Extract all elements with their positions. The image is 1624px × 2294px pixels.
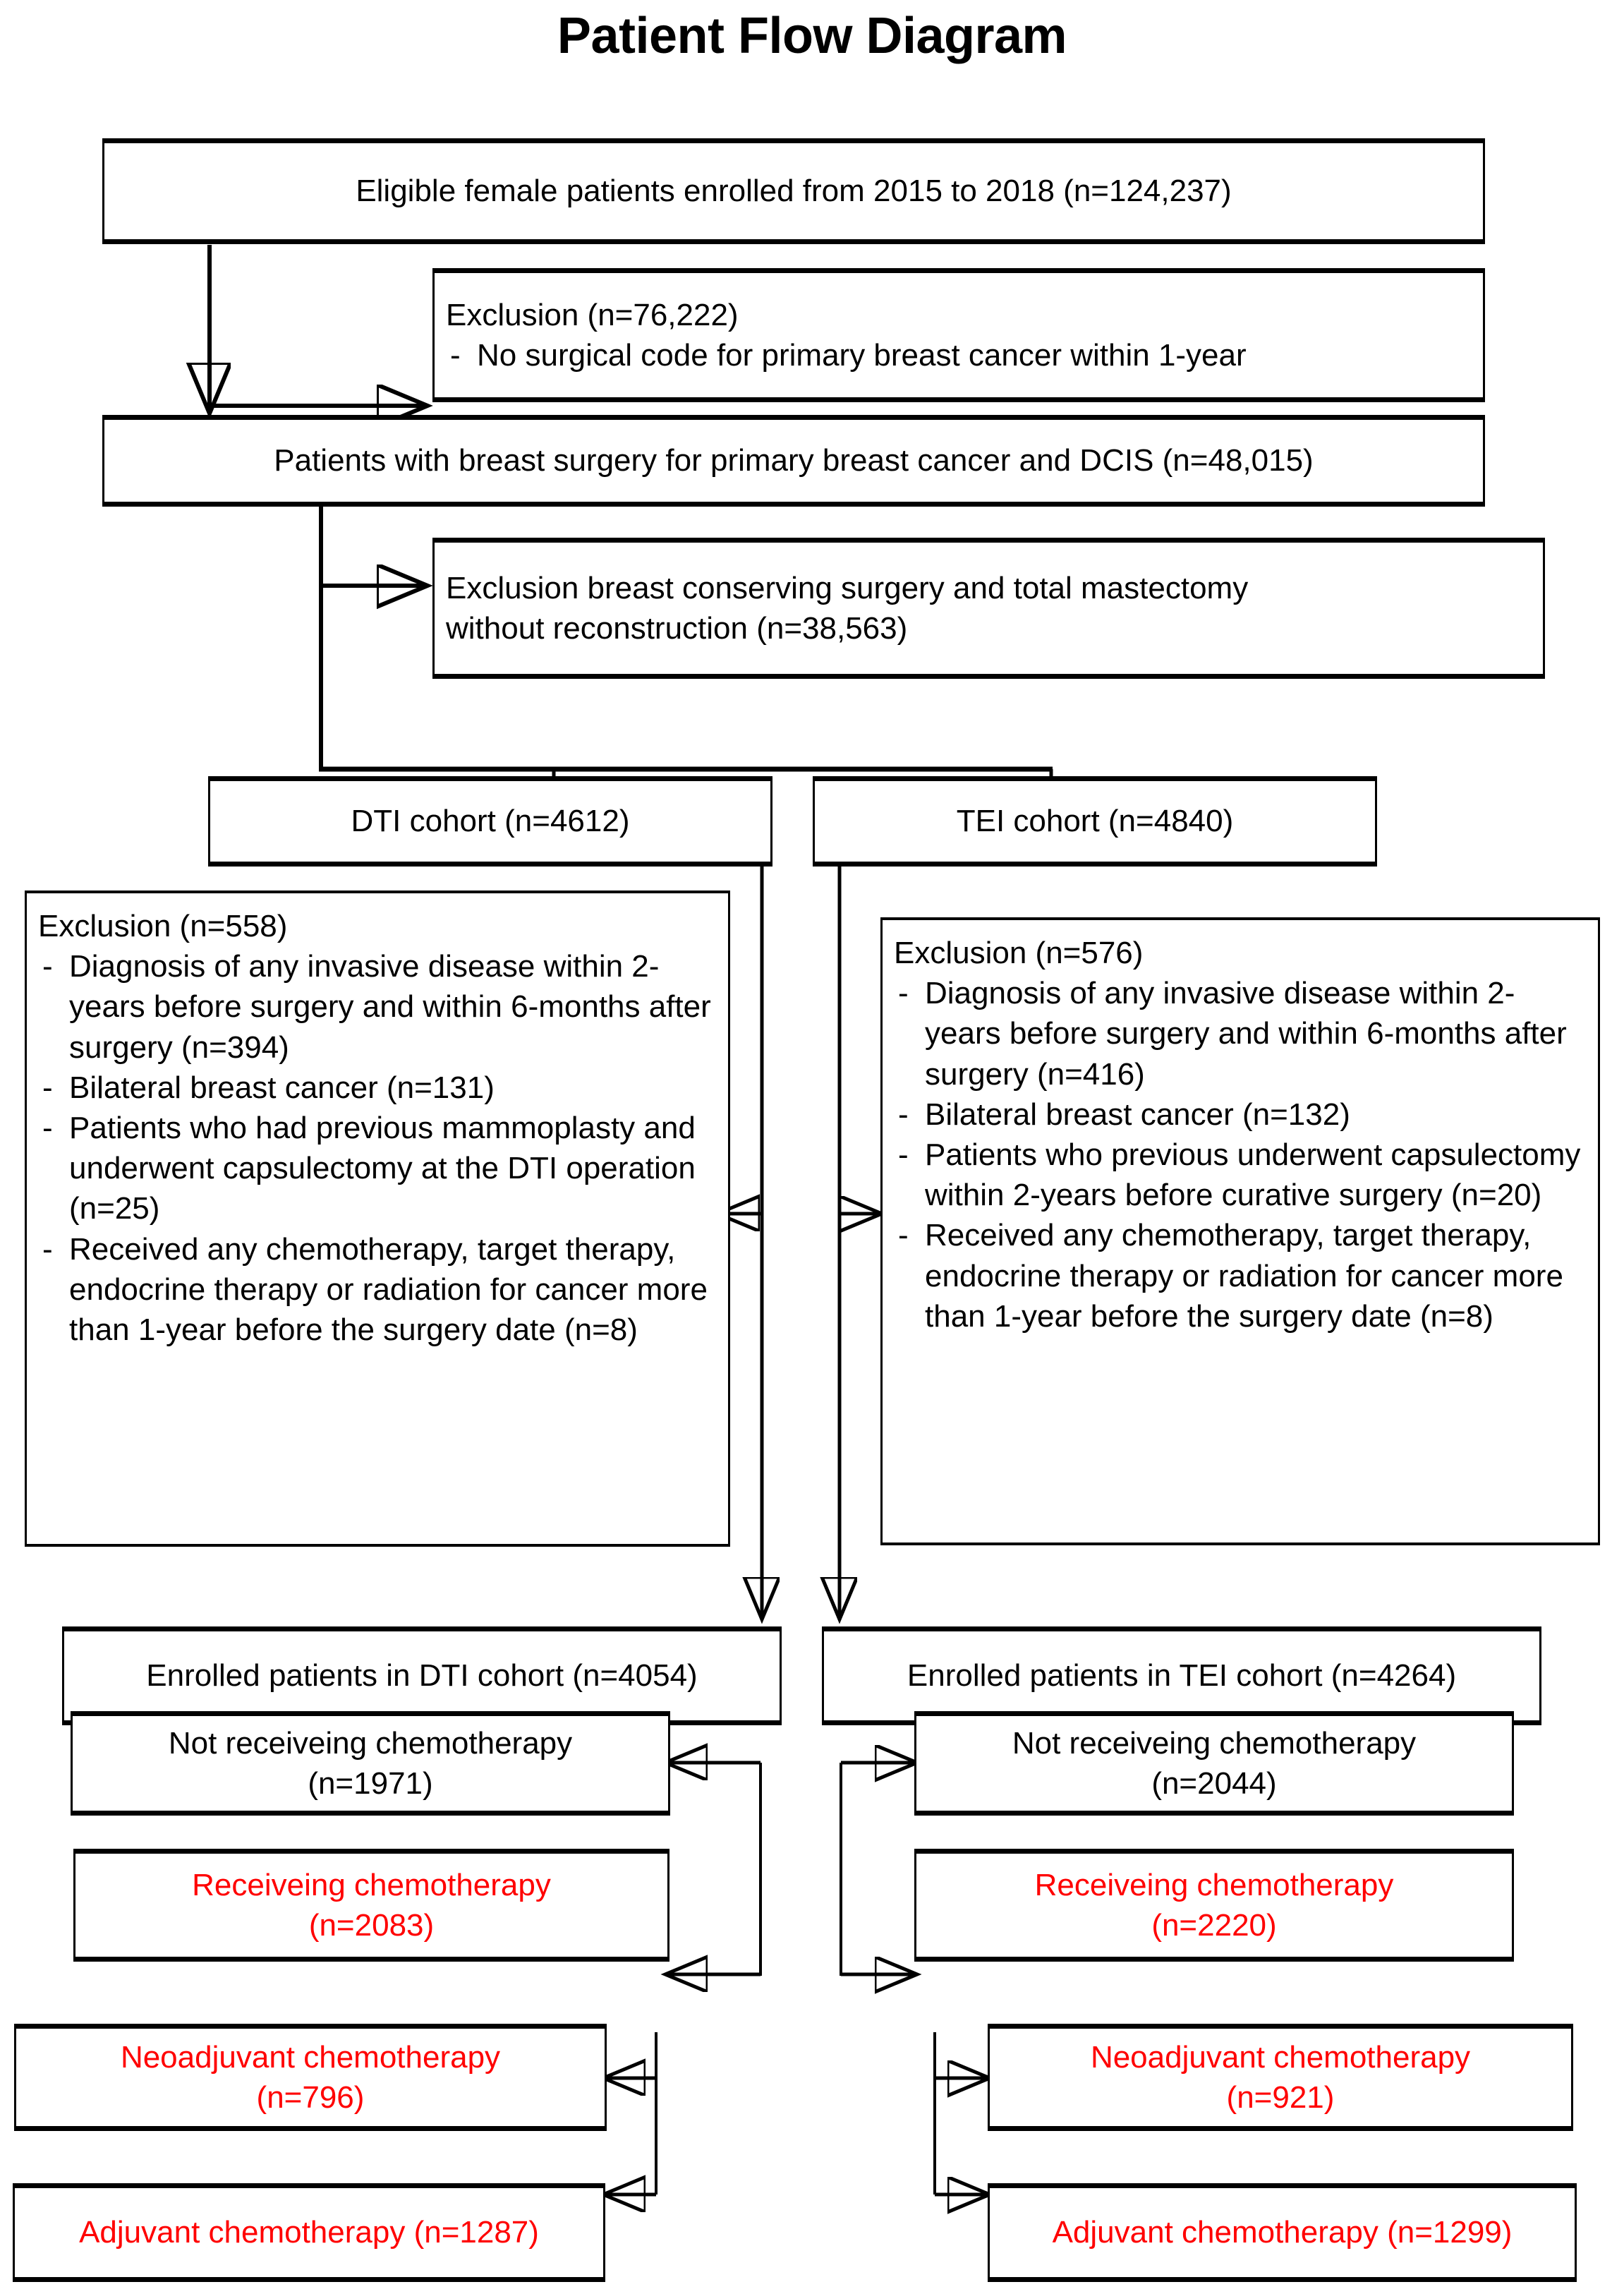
node-dti-no-chemo: Not receiveing chemotherapy (n=1971) xyxy=(71,1711,670,1816)
list-item: Received any chemotherapy, target therap… xyxy=(38,1229,717,1351)
page-title: Patient Flow Diagram xyxy=(557,8,1067,64)
node-dti-exclusion-list: Diagnosis of any invasive disease within… xyxy=(38,946,717,1350)
node-tei-neoadjuvant: Neoadjuvant chemotherapy (n=921) xyxy=(988,2024,1573,2131)
node-eligible-patients: Eligible female patients enrolled from 2… xyxy=(102,138,1485,244)
node-tei-cohort-label: TEI cohort (n=4840) xyxy=(956,804,1234,839)
list-item: Bilateral breast cancer (n=131) xyxy=(38,1068,717,1108)
node-dti-chemo-line2: (n=2083) xyxy=(308,1908,435,1943)
node-exclusion-2-line1: Exclusion breast conserving surgery and … xyxy=(446,570,1249,605)
node-tei-no-chemo: Not receiveing chemotherapy (n=2044) xyxy=(914,1711,1514,1816)
node-tei-exclusion-list: Diagnosis of any invasive disease within… xyxy=(894,973,1587,1336)
node-tei-enrolled-label: Enrolled patients in TEI cohort (n=4264) xyxy=(907,1658,1457,1694)
node-tei-chemo-line2: (n=2220) xyxy=(1151,1908,1277,1943)
node-tei-chemo: Receiveing chemotherapy (n=2220) xyxy=(914,1849,1514,1962)
node-breast-surgery-label: Patients with breast surgery for primary… xyxy=(274,443,1314,478)
node-dti-adjuvant-label: Adjuvant chemotherapy (n=1287) xyxy=(79,2215,539,2250)
node-tei-cohort: TEI cohort (n=4840) xyxy=(813,776,1377,867)
node-dti-exclusion: Exclusion (n=558) Diagnosis of any invas… xyxy=(25,891,730,1547)
node-exclusion-1: Exclusion (n=76,222) No surgical code fo… xyxy=(432,268,1485,402)
node-dti-no-chemo-line1: Not receiveing chemotherapy xyxy=(168,1725,573,1761)
node-tei-chemo-line1: Receiveing chemotherapy xyxy=(1034,1867,1394,1902)
node-tei-enrolled: Enrolled patients in TEI cohort (n=4264) xyxy=(822,1626,1541,1725)
node-dti-chemo: Receiveing chemotherapy (n=2083) xyxy=(73,1849,669,1962)
node-dti-neoadjuvant-line2: (n=796) xyxy=(256,2080,365,2115)
node-dti-cohort: DTI cohort (n=4612) xyxy=(208,776,772,867)
node-tei-exclusion: Exclusion (n=576) Diagnosis of any invas… xyxy=(880,917,1600,1545)
list-item: Bilateral breast cancer (n=132) xyxy=(894,1094,1587,1135)
node-exclusion-2: Exclusion breast conserving surgery and … xyxy=(432,538,1545,679)
node-tei-neoadjuvant-line1: Neoadjuvant chemotherapy xyxy=(1090,2039,1471,2075)
node-exclusion-1-list: No surgical code for primary breast canc… xyxy=(446,335,1472,375)
node-eligible-patients-label: Eligible female patients enrolled from 2… xyxy=(356,174,1232,209)
list-item: Patients who previous underwent capsulec… xyxy=(894,1135,1587,1215)
list-item: Patients who had previous mammoplasty an… xyxy=(38,1108,717,1229)
list-item: No surgical code for primary breast canc… xyxy=(446,335,1472,375)
node-exclusion-2-line2: without reconstruction (n=38,563) xyxy=(446,611,908,646)
node-exclusion-1-head: Exclusion (n=76,222) xyxy=(446,297,739,332)
node-dti-neoadjuvant-line1: Neoadjuvant chemotherapy xyxy=(120,2039,501,2075)
node-tei-no-chemo-line2: (n=2044) xyxy=(1151,1766,1277,1801)
node-dti-chemo-line1: Receiveing chemotherapy xyxy=(192,1867,551,1902)
node-dti-adjuvant: Adjuvant chemotherapy (n=1287) xyxy=(13,2183,605,2282)
node-dti-exclusion-head: Exclusion (n=558) xyxy=(38,909,288,943)
node-tei-adjuvant: Adjuvant chemotherapy (n=1299) xyxy=(988,2183,1577,2282)
node-dti-enrolled-label: Enrolled patients in DTI cohort (n=4054) xyxy=(146,1658,698,1694)
list-item: Received any chemotherapy, target therap… xyxy=(894,1215,1587,1336)
node-dti-cohort-label: DTI cohort (n=4612) xyxy=(351,804,630,839)
node-dti-enrolled: Enrolled patients in DTI cohort (n=4054) xyxy=(62,1626,782,1725)
node-tei-exclusion-head: Exclusion (n=576) xyxy=(894,936,1144,970)
node-tei-adjuvant-label: Adjuvant chemotherapy (n=1299) xyxy=(1052,2215,1513,2250)
node-dti-no-chemo-line2: (n=1971) xyxy=(308,1766,433,1801)
list-item: Diagnosis of any invasive disease within… xyxy=(894,973,1587,1094)
node-tei-neoadjuvant-line2: (n=921) xyxy=(1226,2080,1335,2115)
node-breast-surgery: Patients with breast surgery for primary… xyxy=(102,415,1485,507)
node-dti-neoadjuvant: Neoadjuvant chemotherapy (n=796) xyxy=(14,2024,607,2131)
list-item: Diagnosis of any invasive disease within… xyxy=(38,946,717,1068)
node-tei-no-chemo-line1: Not receiveing chemotherapy xyxy=(1012,1725,1417,1761)
